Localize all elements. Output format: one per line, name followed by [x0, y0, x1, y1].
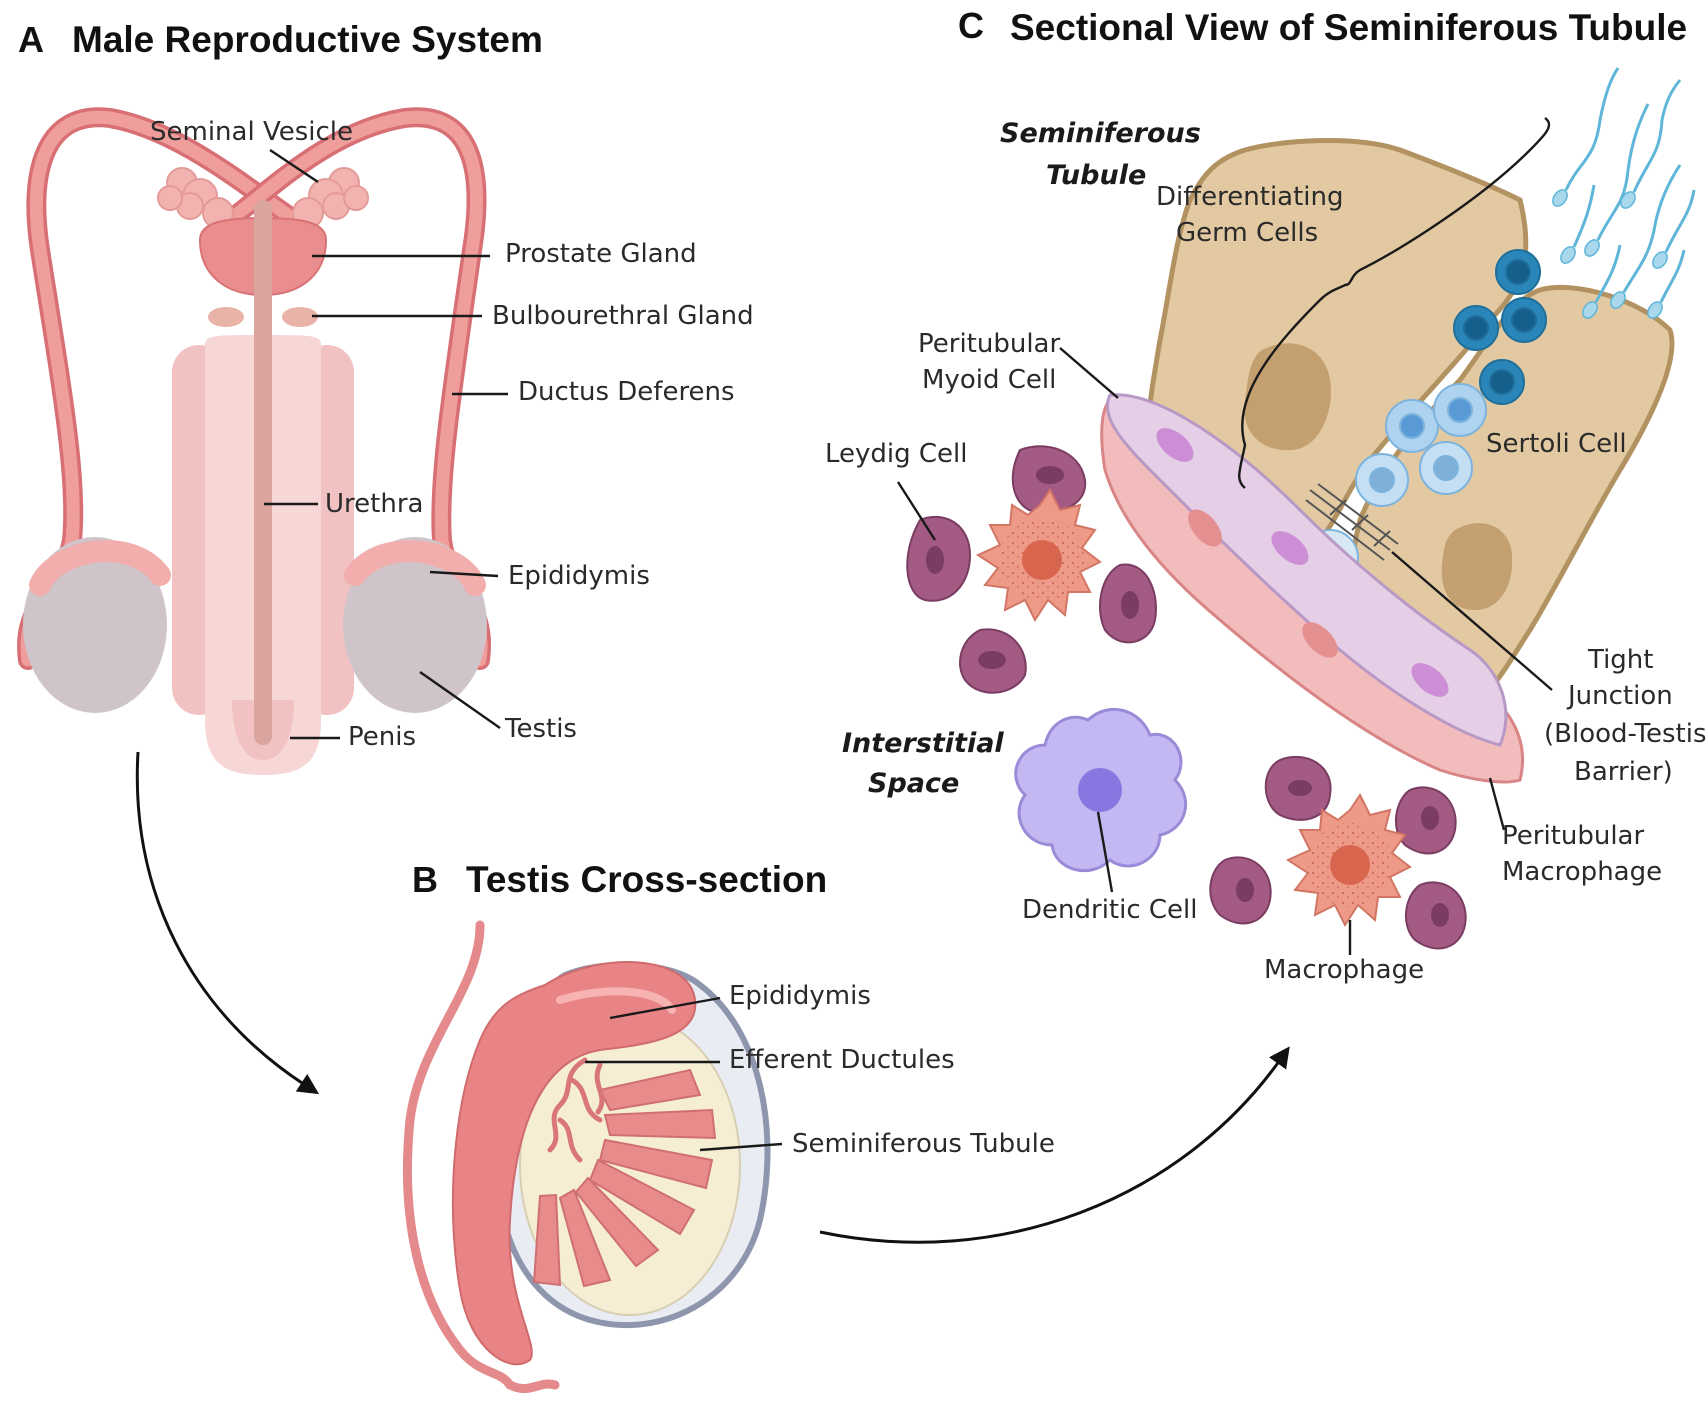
label-seminiferous-tubule-c-line1: Seminiferous [1000, 118, 1201, 149]
sertoli-nucleus-lower [1441, 523, 1513, 610]
leader-peritubular-macrophage [1488, 777, 1506, 831]
label-interstitial-space-line2: Space [868, 768, 959, 799]
label-differentiating-germ-cells-line2: Germ Cells [1176, 218, 1318, 248]
sertoli-nucleus-upper [1244, 343, 1331, 451]
label-seminal-vesicle: Seminal Vesicle [150, 117, 353, 147]
label-tight-junction-line2: Junction [1566, 681, 1673, 711]
label-leydig-cell: Leydig Cell [825, 439, 968, 469]
leader-tight-junction [1391, 551, 1553, 691]
label-seminiferous-tubule-b: Seminiferous Tubule [792, 1129, 1055, 1159]
macrophage-icon [1209, 755, 1467, 950]
arrow-a-to-b [135, 751, 320, 1095]
label-prostate-gland: Prostate Gland [505, 239, 697, 269]
leader-testis [419, 671, 501, 729]
seminal-vesicle-illustration [157, 167, 369, 229]
bulbourethral-gland-illustration [208, 307, 318, 327]
label-interstitial-space-line1: Interstitial [842, 728, 1004, 759]
seminiferous-tubules-illustration [532, 1068, 717, 1288]
panel-a-letter: A [18, 19, 44, 60]
ductus-deferens-tail-illustration [402, 920, 560, 1394]
leader-dendritic-cell [1096, 811, 1114, 893]
leader-seminal-vesicle [269, 149, 319, 183]
panel-b-letter: B [412, 859, 438, 900]
panel-b-title: Testis Cross-section [466, 859, 827, 900]
dendritic-cell-icon [1014, 707, 1188, 873]
label-epididymis-b: Epididymis [729, 981, 871, 1011]
panel-c: C Sectional View of Seminiferous Tubule [825, 5, 1707, 985]
efferent-ductules-illustration [547, 1057, 605, 1163]
label-tight-junction-line3: (Blood-Testis [1544, 719, 1707, 749]
label-differentiating-germ-cells-line1: Differentiating [1156, 182, 1344, 212]
testis-illustration-left [23, 537, 171, 713]
peritubular-layer-illustration [1100, 393, 1525, 784]
label-dendritic-cell: Dendritic Cell [1022, 895, 1198, 925]
label-tight-junction-line1: Tight [1587, 645, 1653, 675]
sperm-icon [1552, 67, 1696, 319]
label-peritubular-macrophage-line2: Macrophage [1502, 857, 1662, 887]
sertoli-cell-upper-illustration [1145, 138, 1529, 548]
panel-b: B Testis Cross-section Epididy [402, 859, 1055, 1394]
label-efferent-ductules: Efferent Ductules [729, 1045, 955, 1075]
arrow-b-to-c [819, 1046, 1290, 1244]
label-peritubular-myoid-cell-line1: Peritubular [918, 329, 1060, 359]
label-peritubular-myoid-cell-line2: Myoid Cell [922, 365, 1056, 395]
label-penis: Penis [348, 722, 416, 752]
epididymis-highlight [556, 987, 676, 1014]
leader-leydig-cell [896, 481, 937, 541]
label-seminiferous-tubule-c-line2: Tubule [1046, 160, 1146, 191]
leader-epididymis-a [429, 570, 499, 578]
label-tight-junction-line4: Barrier) [1574, 757, 1673, 787]
leader-epididymis-b [609, 996, 721, 1020]
panel-a: A Male Reproductive System [17, 19, 754, 775]
panel-a-title: Male Reproductive System [72, 19, 543, 60]
bracket-differentiating-germ-cells [1238, 117, 1551, 489]
panel-c-letter: C [958, 5, 984, 46]
label-ductus-deferens: Ductus Deferens [518, 377, 735, 407]
leydig-cell-icon [906, 445, 1157, 694]
label-testis: Testis [504, 714, 577, 744]
urethra-illustration [254, 200, 272, 745]
tight-junction-illustration [1305, 483, 1399, 561]
label-peritubular-macrophage-line1: Peritubular [1502, 821, 1644, 851]
panel-c-title: Sectional View of Seminiferous Tubule [1010, 7, 1687, 48]
label-bulbourethral-gland: Bulbourethral Gland [492, 301, 754, 331]
label-urethra: Urethra [325, 489, 423, 519]
leader-seminiferous-tubule-b [699, 1142, 783, 1152]
label-epididymis-a: Epididymis [508, 561, 650, 591]
label-macrophage: Macrophage [1264, 955, 1424, 985]
label-sertoli-cell: Sertoli Cell [1486, 429, 1627, 459]
leader-peritubular-myoid-cell [1059, 347, 1119, 399]
testis-illustration-right [343, 537, 487, 713]
